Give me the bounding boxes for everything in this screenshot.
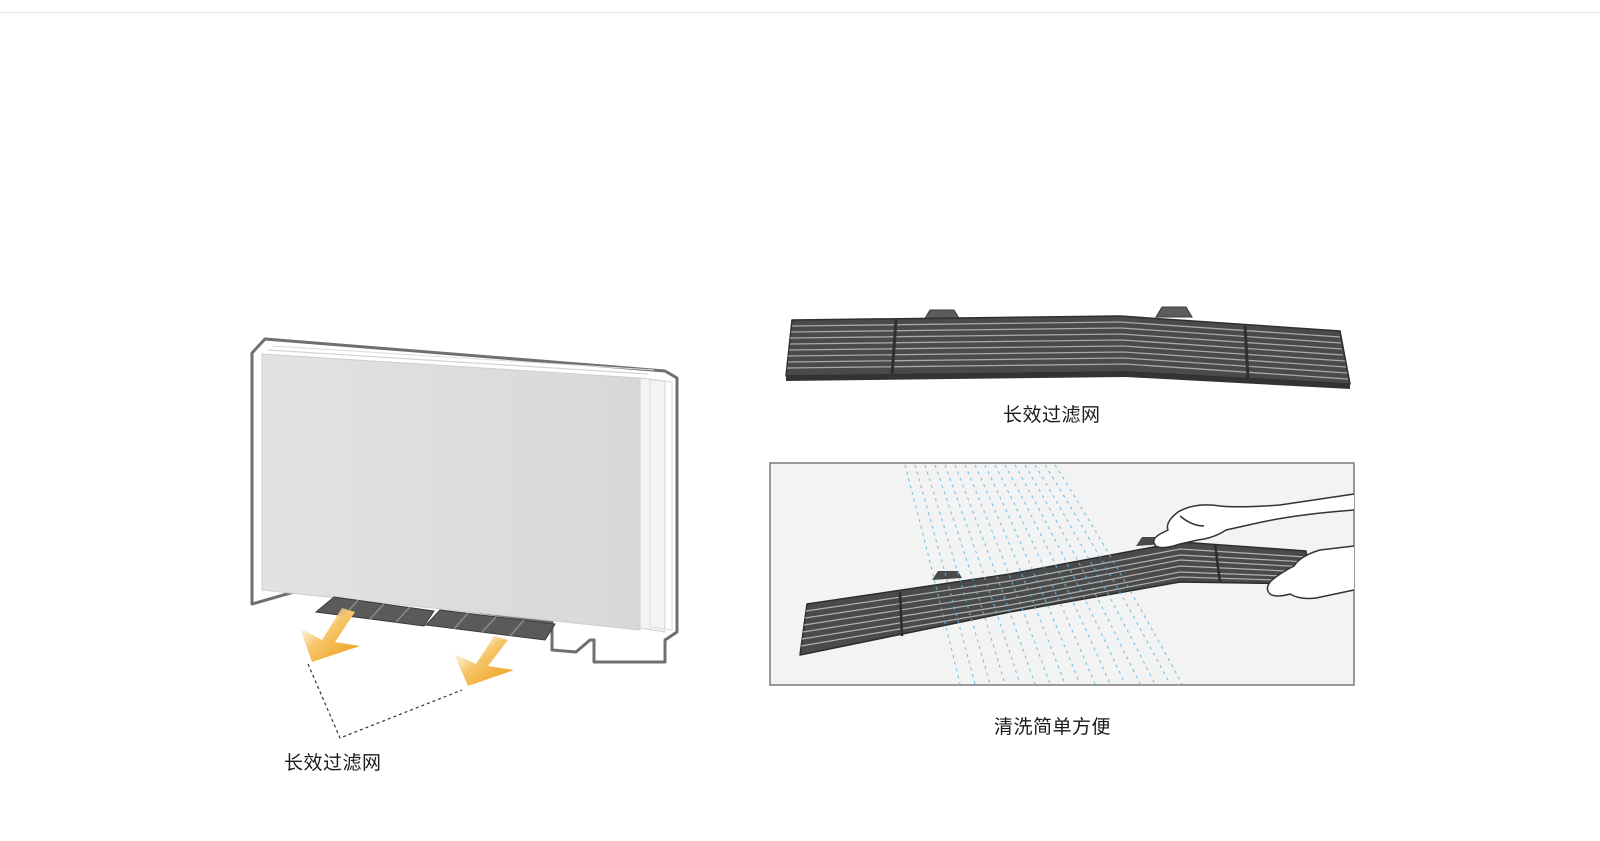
hand-right [1266, 545, 1355, 600]
arrow-down-left-icon [454, 636, 514, 686]
unit-filter-caption: 长效过滤网 [284, 752, 382, 774]
callout-line [307, 663, 463, 739]
unit-filter-strip-right [424, 609, 556, 641]
fan-coil-unit [250, 337, 679, 739]
wash-caption: 清洗简单方便 [994, 716, 1112, 738]
hand-left [1153, 493, 1355, 549]
filter-grille [785, 306, 1351, 389]
arrow-down-left-icon [300, 608, 360, 662]
washing-scene [769, 462, 1355, 686]
front-panel [261, 353, 641, 631]
water-spray [904, 464, 1183, 685]
top-divider [0, 12, 1600, 13]
filter-caption: 长效过滤网 [1003, 404, 1101, 426]
